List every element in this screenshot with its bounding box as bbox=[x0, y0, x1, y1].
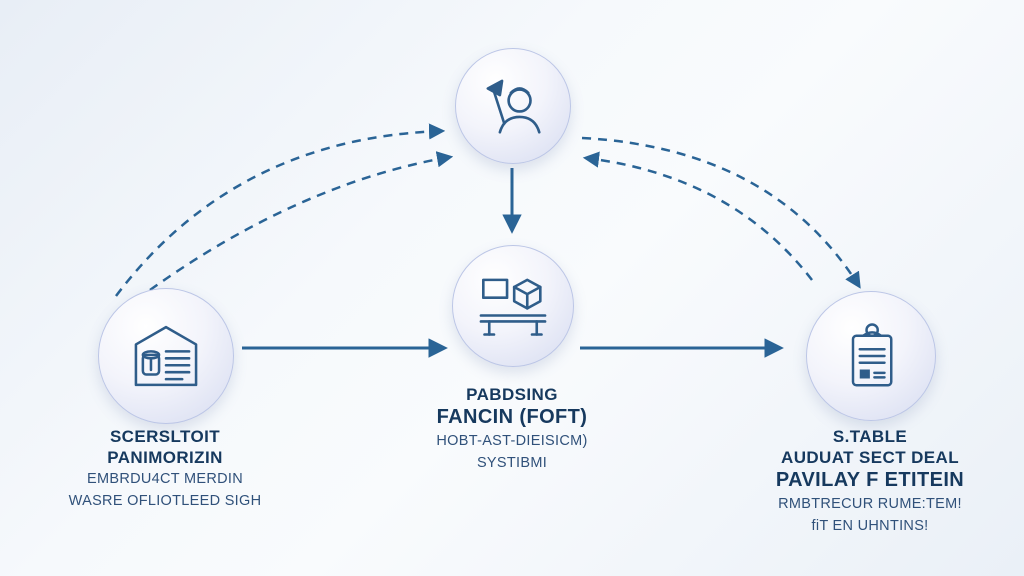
dashed-arrow-left-to-top-outer bbox=[115, 123, 446, 297]
packing-station-icon bbox=[479, 278, 547, 336]
right-title-line-1: S.TABLE bbox=[832, 427, 908, 446]
left-sub-line-2: WASRE OFLIOTLEED SIGH bbox=[68, 493, 262, 509]
node-right-circle bbox=[806, 291, 936, 421]
report-clipboard-icon bbox=[851, 323, 893, 387]
left-title-line-1: SCERSLTOIT bbox=[109, 427, 221, 446]
right-title-line-3: PAVILAY F ETITEIN bbox=[775, 469, 965, 491]
node-center-circle bbox=[452, 245, 574, 367]
right-sub-line-1: RMBTRECUR RUME:TEM! bbox=[778, 496, 962, 512]
left-sub-line-1: EMBRDU4CT MERDIN bbox=[87, 471, 243, 487]
dashed-arrow-left-to-top-inner bbox=[149, 151, 454, 292]
node-top-circle bbox=[455, 48, 571, 164]
right-title-line-2: AUDUAT SECT DEAL bbox=[781, 448, 959, 467]
left-title-line-2: PANIMORIZIN bbox=[107, 448, 223, 467]
warehouse-document-icon bbox=[134, 325, 198, 387]
dashed-arrow-top-to-right-outer bbox=[581, 136, 861, 289]
center-sub-line-2: SYSTIBMI bbox=[476, 455, 548, 471]
worker-icon bbox=[486, 79, 541, 134]
node-left-circle bbox=[98, 288, 234, 424]
left-node-label: SCERSLTOIT PANIMORIZIN EMBRDU4CT MERDIN … bbox=[20, 426, 310, 512]
right-node-label: S.TABLE AUDUAT SECT DEAL PAVILAY F ETITE… bbox=[718, 426, 1022, 537]
center-sub-line-1: HOBT-AST-DIEISICM) bbox=[436, 433, 588, 449]
dashed-arrow-right-to-top-inner bbox=[582, 151, 813, 281]
center-node-label: PABDSING FANCIN (FOFT) HOBT-AST-DIEISICM… bbox=[362, 384, 662, 474]
center-title-line-1: PABDSING bbox=[466, 385, 558, 404]
center-title-line-2: FANCIN (FOFT) bbox=[436, 406, 588, 428]
right-sub-line-2: fiT EN UHNTINS! bbox=[811, 518, 929, 534]
